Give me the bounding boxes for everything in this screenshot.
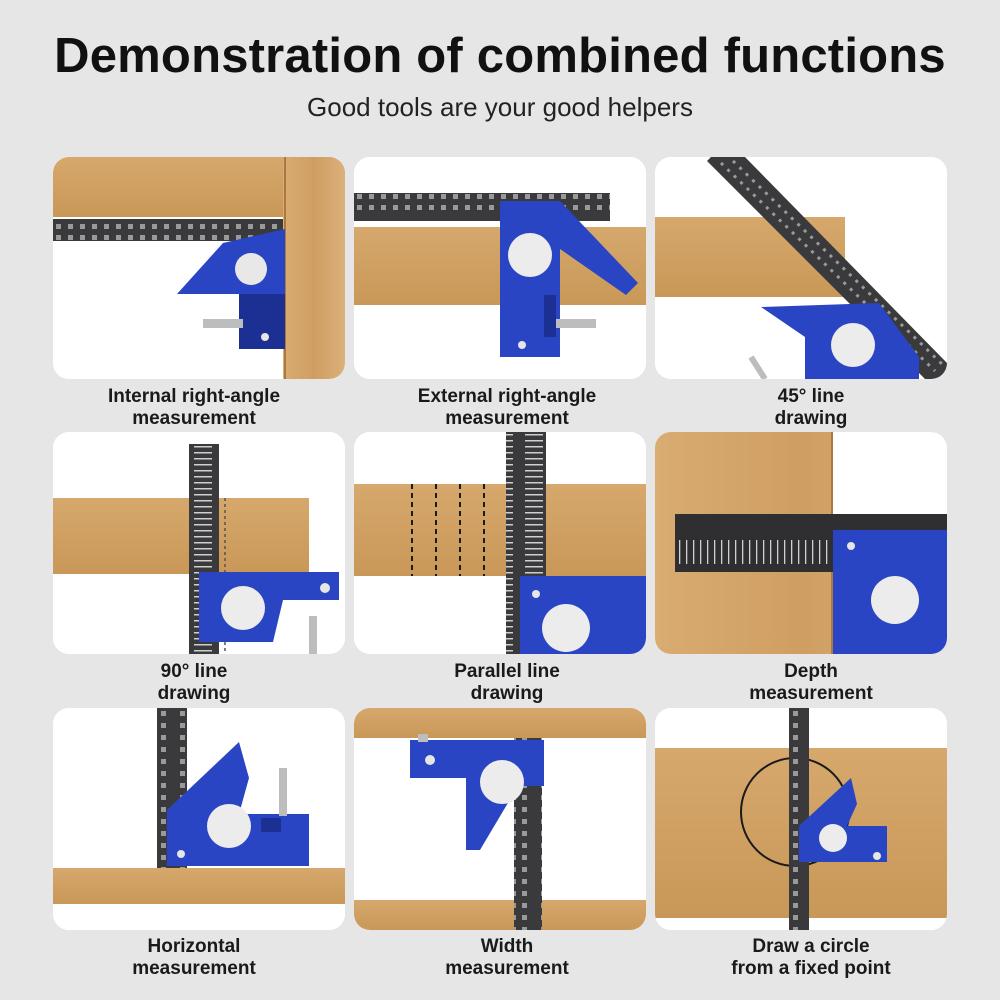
internal-right-angle-icon	[53, 157, 345, 379]
depth-icon	[655, 432, 947, 654]
card-horizontal	[53, 708, 345, 930]
external-right-angle-icon	[354, 157, 646, 379]
card-width	[354, 708, 646, 930]
line-90-icon	[53, 432, 345, 654]
page-title: Demonstration of combined functions	[54, 29, 946, 83]
card-internal-right-angle	[53, 157, 345, 379]
card-45-line	[655, 157, 947, 379]
card-depth	[655, 432, 947, 654]
card-parallel-line	[354, 432, 646, 654]
card-circle	[655, 708, 947, 930]
card-external-right-angle	[354, 157, 646, 379]
page-subtitle: Good tools are your good helpers	[307, 92, 693, 122]
horizontal-icon	[53, 708, 345, 930]
line-45-icon	[655, 157, 947, 379]
circle-icon	[655, 708, 947, 930]
parallel-line-icon	[354, 432, 646, 654]
width-icon	[354, 708, 646, 930]
card-90-line	[53, 432, 345, 654]
